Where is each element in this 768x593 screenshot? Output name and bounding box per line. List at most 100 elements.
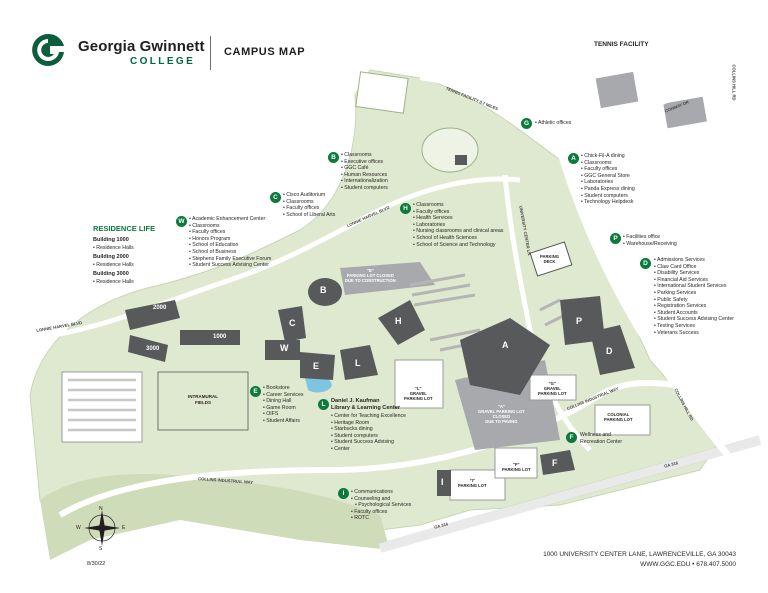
legend-e: BookstoreCareer ServicesDining HallGame … (263, 385, 303, 425)
building-l (340, 345, 378, 380)
label-intramural-fields: INTRAMURAL FIELDS (188, 394, 218, 405)
legend-p: Facilities officeWarehouse/Receiving (623, 234, 677, 247)
buildings (125, 155, 635, 496)
compass-w: W (76, 525, 81, 531)
map-letter-c[interactable]: C (289, 318, 296, 328)
road-lonnie-harvel (34, 176, 521, 341)
badge-b[interactable]: B (328, 152, 339, 163)
inset-road-collins-hill: COLLINS HILL RD (731, 64, 737, 101)
badge-c[interactable]: C (270, 192, 281, 203)
residence-2000-item: • Residence Halls (93, 262, 134, 268)
legend-h: ClassroomsFaculty officesHealth Services… (413, 202, 503, 248)
building-a (460, 318, 550, 395)
lot-l (394, 359, 444, 409)
logo-sub: COLLEGE (130, 56, 196, 67)
legend-g: Athletic offices (535, 120, 571, 127)
label-lot-g: "G" GRAVEL PARKING LOT (538, 381, 567, 396)
map-letter-d[interactable]: D (606, 346, 613, 356)
road-ga316 (378, 435, 762, 553)
lot-f (494, 447, 538, 479)
building-b (308, 278, 342, 306)
building-i (437, 470, 451, 496)
legend-c: Cisco AuditoriumClassroomsFaculty office… (283, 192, 335, 218)
label-lot-l: "L" GRAVEL PARKING LOT (404, 386, 433, 401)
residence-2000-name: Building 2000 (93, 254, 129, 260)
map-letter-f[interactable]: F (552, 458, 558, 468)
compass-rose-icon (84, 510, 120, 546)
label-colonial-lot: COLONIAL PARKING LOT (604, 412, 633, 422)
badge-f[interactable]: F (566, 432, 577, 443)
badge-w[interactable]: W (176, 216, 187, 227)
inset-title: TENNIS FACILITY (594, 41, 649, 48)
compass-e: E (122, 525, 126, 531)
legend-w: Academic Enhancement CenterClassroomsFac… (189, 216, 271, 269)
building-h (378, 300, 425, 345)
residence-3000-item: • Residence Halls (93, 279, 134, 285)
residence-1000-item: • Residence Halls (93, 245, 134, 251)
building-c (278, 306, 306, 342)
page-title: CAMPUS MAP (224, 46, 306, 58)
parking-deck (529, 241, 573, 277)
residence-1000-name: Building 1000 (93, 237, 129, 243)
woods (40, 474, 390, 560)
soccer-field (355, 71, 409, 114)
map-letter-p[interactable]: P (576, 316, 583, 326)
ggc-logo-icon (32, 33, 64, 66)
road-collins-industrial (58, 379, 736, 518)
badge-p[interactable]: P (610, 233, 621, 244)
building-w (265, 340, 300, 360)
lot-h-stripes (409, 273, 566, 352)
badge-h[interactable]: H (400, 203, 411, 214)
road-tennis (419, 76, 562, 152)
label-lot-b: "B" PARKING LOT CLOSED DUE TO CONSTRUCTI… (345, 268, 396, 283)
residence-3000-name: Building 3000 (93, 271, 129, 277)
map-letter-i[interactable]: I (441, 477, 444, 487)
building-g (455, 155, 467, 165)
label-parking-deck: PARKING DECK (540, 254, 559, 264)
map-letter-w[interactable]: W (280, 343, 289, 353)
map-letter-h[interactable]: H (395, 316, 402, 326)
road-university-center (502, 174, 592, 452)
footer-contact[interactable]: WWW.GGC.EDU • 678.407.5000 (640, 561, 736, 568)
lot-residence (61, 371, 143, 443)
road-ga316-edge (378, 435, 762, 553)
badge-a[interactable]: A (568, 153, 579, 164)
building-e (300, 352, 335, 380)
baseball-field (421, 127, 479, 173)
map-letter-a[interactable]: A (502, 340, 509, 350)
badge-g[interactable]: G (521, 118, 532, 129)
badge-d[interactable]: D (640, 258, 651, 269)
building-3000 (128, 335, 168, 362)
legend-a: Chick-Fil-A diningClassroomsFaculty offi… (581, 153, 635, 206)
legend-l: Center for Teaching ExcellenceHeritage R… (331, 413, 406, 453)
label-lot-a: "A" GRAVEL PARKING LOT CLOSED DUE TO PAV… (478, 404, 525, 424)
tennis-inset-map (595, 52, 732, 140)
compass-n: N (99, 506, 103, 512)
legend-i: CommunicationsCounseling andPsychologica… (351, 489, 411, 522)
lot-colonial (594, 404, 651, 436)
header-divider (210, 36, 211, 70)
lot-g (529, 374, 577, 401)
compass-s: S (99, 546, 103, 552)
building-1000 (180, 330, 240, 345)
building-f (540, 450, 575, 475)
map-letter-b[interactable]: B (320, 285, 327, 295)
lot-residence-stripes (68, 378, 136, 432)
building-2000 (125, 300, 180, 330)
badge-e[interactable]: E (250, 386, 261, 397)
road-collins-hill (556, 148, 743, 473)
map-letter-e[interactable]: E (313, 361, 320, 371)
label-building-3000: 3000 (146, 346, 160, 352)
badge-l[interactable]: L (318, 399, 329, 410)
legend-b: ClassroomsExecutive officesGGC CaféHuman… (341, 152, 388, 192)
lot-b-closed (340, 262, 435, 295)
label-lot-f: "F" PARKING LOT (502, 462, 531, 472)
label-lot-i: "I" PARKING LOT (458, 478, 487, 488)
map-letter-l[interactable]: L (355, 358, 361, 368)
map-date: 8/30/22 (87, 561, 106, 567)
legend-l-title: Daniel J. Kaufman Library & Learning Cen… (331, 398, 401, 411)
footer-address: 1000 UNIVERSITY CENTER LANE, LAWRENCEVIL… (543, 551, 736, 558)
badge-i[interactable]: I (338, 488, 349, 499)
